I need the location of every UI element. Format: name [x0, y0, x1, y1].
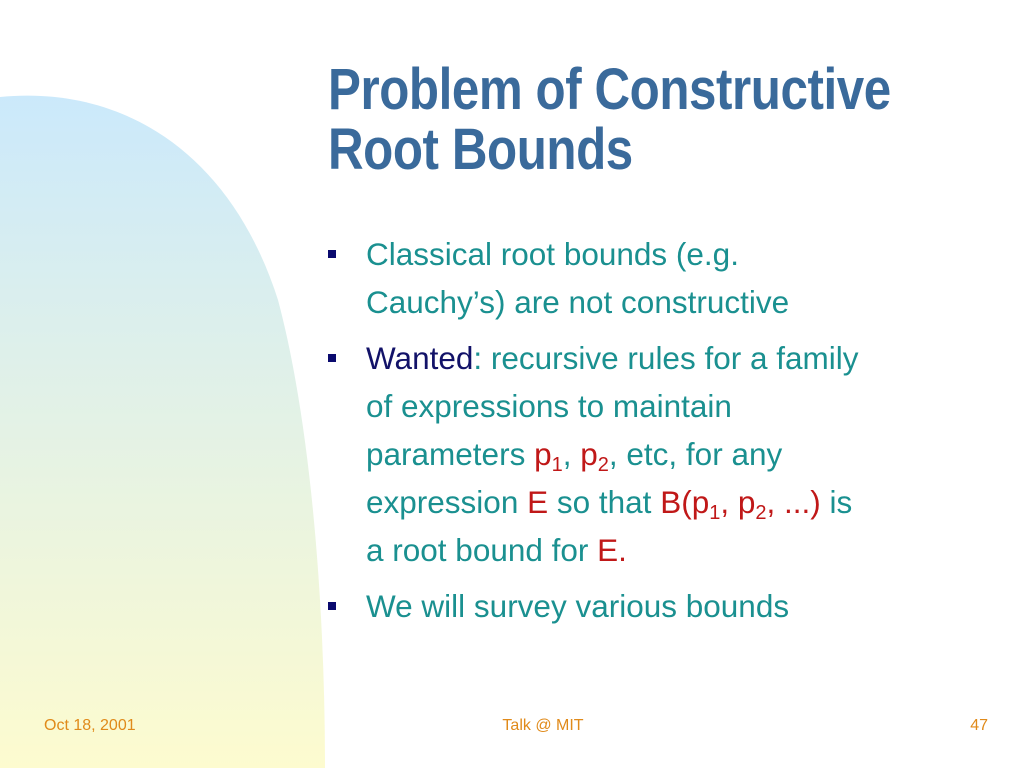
footer-date: Oct 18, 2001: [44, 717, 136, 734]
param-p1-subscript: 1: [551, 454, 563, 476]
title-line-2: Root Bounds: [328, 117, 633, 182]
bullet-2-line-5-prefix: a root bound for: [366, 532, 598, 568]
bound-function: B(p1, p2, ...): [660, 484, 821, 523]
bullet-item-wanted: Wanted: recursive rules for a family of …: [326, 334, 998, 574]
wanted-label: Wanted: [366, 340, 474, 376]
expression-E: E: [527, 484, 549, 520]
param-p1: p1: [534, 436, 563, 475]
param-p2: p2: [580, 436, 609, 475]
footer-venue: Talk @ MIT: [502, 717, 584, 734]
bound-arg-2-subscript: 2: [755, 502, 767, 524]
expression-E-end: E.: [597, 532, 627, 568]
bullet-1-line-2: Cauchy’s) are not constructive: [366, 284, 790, 320]
bullet-2-line-4-end: is: [820, 484, 853, 520]
footer-page-number: 47: [970, 717, 988, 734]
bound-arg-1-subscript: 1: [709, 502, 721, 524]
bullet-2-line-2: of expressions to maintain: [366, 388, 732, 424]
bullet-item-classical-bounds: Classical root bounds (e.g. Cauchy’s) ar…: [326, 230, 998, 326]
bound-function-open: B(p: [660, 484, 710, 520]
separator: ,: [562, 436, 581, 472]
bound-arg-2-base: p: [737, 484, 756, 520]
bullet-2-line-4-prefix: expression: [366, 484, 528, 520]
wanted-text: : recursive rules for a family: [473, 340, 859, 376]
bound-function-tail: , ...): [766, 484, 821, 520]
bullet-2-line-4-mid: so that: [548, 484, 661, 520]
bullet-2-line-3-suffix: , etc, for any: [608, 436, 783, 472]
square-bullet-icon: [328, 250, 336, 258]
slide-title: Problem of Constructive Root Bounds: [328, 60, 906, 180]
bound-separator: ,: [720, 484, 738, 520]
square-bullet-icon: [328, 354, 336, 362]
bullet-list: Classical root bounds (e.g. Cauchy’s) ar…: [326, 230, 998, 638]
bullet-1-line-1: Classical root bounds (e.g.: [366, 236, 739, 272]
bullet-3-line-1: We will survey various bounds: [366, 588, 790, 624]
param-p2-base: p: [580, 436, 598, 472]
bullet-item-survey: We will survey various bounds: [326, 582, 998, 630]
decorative-arc: [0, 95, 325, 768]
param-p1-base: p: [534, 436, 552, 472]
title-line-1: Problem of Constructive: [328, 57, 891, 122]
param-p2-subscript: 2: [597, 454, 609, 476]
bullet-2-line-3-prefix: parameters: [366, 436, 535, 472]
square-bullet-icon: [328, 602, 336, 610]
